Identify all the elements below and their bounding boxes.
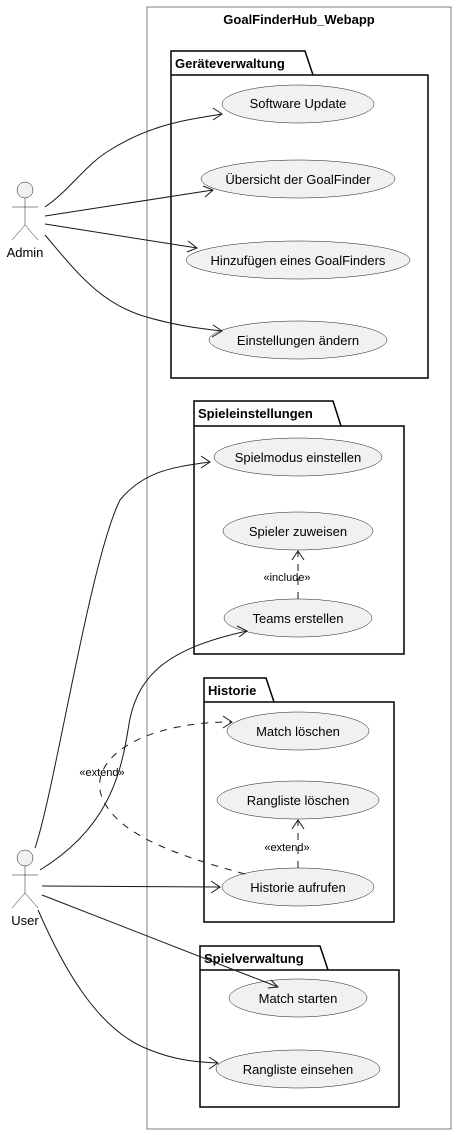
actor-admin-label: Admin: [7, 245, 44, 260]
actor-admin: Admin: [7, 181, 44, 260]
edge-user-historie-aufrufen: [41, 880, 221, 894]
edge-user-match-starten: [41, 894, 280, 989]
svg-text:Match löschen: Match löschen: [256, 724, 340, 739]
edge-admin-software-update: [44, 107, 223, 208]
svg-text:Hinzufügen eines GoalFinders: Hinzufügen eines GoalFinders: [211, 253, 386, 268]
usecase-rangliste-loeschen: Rangliste löschen: [216, 780, 380, 820]
edge-user-spielmodus: [34, 455, 211, 849]
svg-text:Rangliste einsehen: Rangliste einsehen: [243, 1062, 354, 1077]
label-include: «include»: [263, 572, 310, 584]
package-title-historie: Historie: [208, 683, 256, 698]
svg-text:Spieler zuweisen: Spieler zuweisen: [249, 524, 347, 539]
usecase-teams-erstellen: Teams erstellen: [223, 598, 373, 638]
svg-text:Teams erstellen: Teams erstellen: [252, 611, 343, 626]
edge-admin-uebersicht: [44, 185, 214, 217]
svg-text:Übersicht der GoalFinder: Übersicht der GoalFinder: [225, 172, 371, 187]
svg-text:Match starten: Match starten: [259, 991, 338, 1006]
actor-user: User: [11, 849, 39, 928]
edge-extend-rangliste-loeschen: «extend»: [264, 819, 310, 868]
usecase-spielmodus-einstellen: Spielmodus einstellen: [213, 437, 383, 477]
label-extend-match: «extend»: [79, 767, 124, 779]
label-extend-rangliste: «extend»: [264, 842, 309, 854]
svg-text:Einstellungen ändern: Einstellungen ändern: [237, 333, 359, 348]
usecase-software-update: Software Update: [221, 84, 375, 124]
usecase-match-loeschen: Match löschen: [226, 711, 370, 751]
svg-text:Spielmodus einstellen: Spielmodus einstellen: [235, 450, 361, 465]
svg-text:Historie aufrufen: Historie aufrufen: [250, 880, 345, 895]
usecase-spieler-zuweisen: Spieler zuweisen: [222, 511, 374, 551]
usecase-hinzufuegen-goalfinder: Hinzufügen eines GoalFinders: [185, 240, 411, 280]
svg-text:Software Update: Software Update: [250, 96, 347, 111]
edge-extend-match-loeschen: «extend»: [79, 715, 246, 875]
usecase-rangliste-einsehen: Rangliste einsehen: [215, 1049, 381, 1089]
edge-user-teams-erstellen: [39, 625, 248, 871]
edge-admin-hinzufuegen: [44, 223, 198, 253]
usecase-match-starten: Match starten: [228, 978, 368, 1018]
package-title-spielverwaltung: Spielverwaltung: [204, 951, 304, 966]
edge-user-rangliste-einsehen: [37, 909, 219, 1070]
usecase-uebersicht-goalfinder: Übersicht der GoalFinder: [200, 159, 396, 199]
edge-include-spieler-zuweisen: «include»: [263, 550, 311, 599]
usecase-einstellungen-aendern: Einstellungen ändern: [208, 320, 388, 360]
usecase-historie-aufrufen: Historie aufrufen: [221, 867, 375, 907]
svg-text:Rangliste löschen: Rangliste löschen: [247, 793, 350, 808]
package-title-geraeteverwaltung: Geräteverwaltung: [175, 56, 285, 71]
system-title: GoalFinderHub_Webapp: [223, 12, 374, 27]
package-title-spieleinstellungen: Spieleinstellungen: [198, 406, 313, 421]
package-geraeteverwaltung: Geräteverwaltung: [170, 50, 429, 379]
actor-user-label: User: [11, 913, 39, 928]
edge-admin-einstellungen: [44, 234, 223, 338]
